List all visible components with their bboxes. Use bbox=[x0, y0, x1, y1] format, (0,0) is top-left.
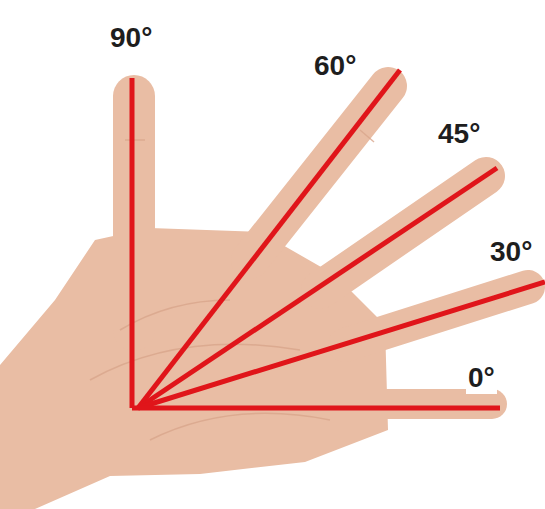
angle-label: 60° bbox=[312, 50, 358, 82]
angle-label: 30° bbox=[488, 236, 534, 268]
angle-label: 90° bbox=[108, 22, 154, 54]
angle-label: 45° bbox=[436, 118, 482, 150]
angle-label: 0° bbox=[466, 362, 497, 394]
